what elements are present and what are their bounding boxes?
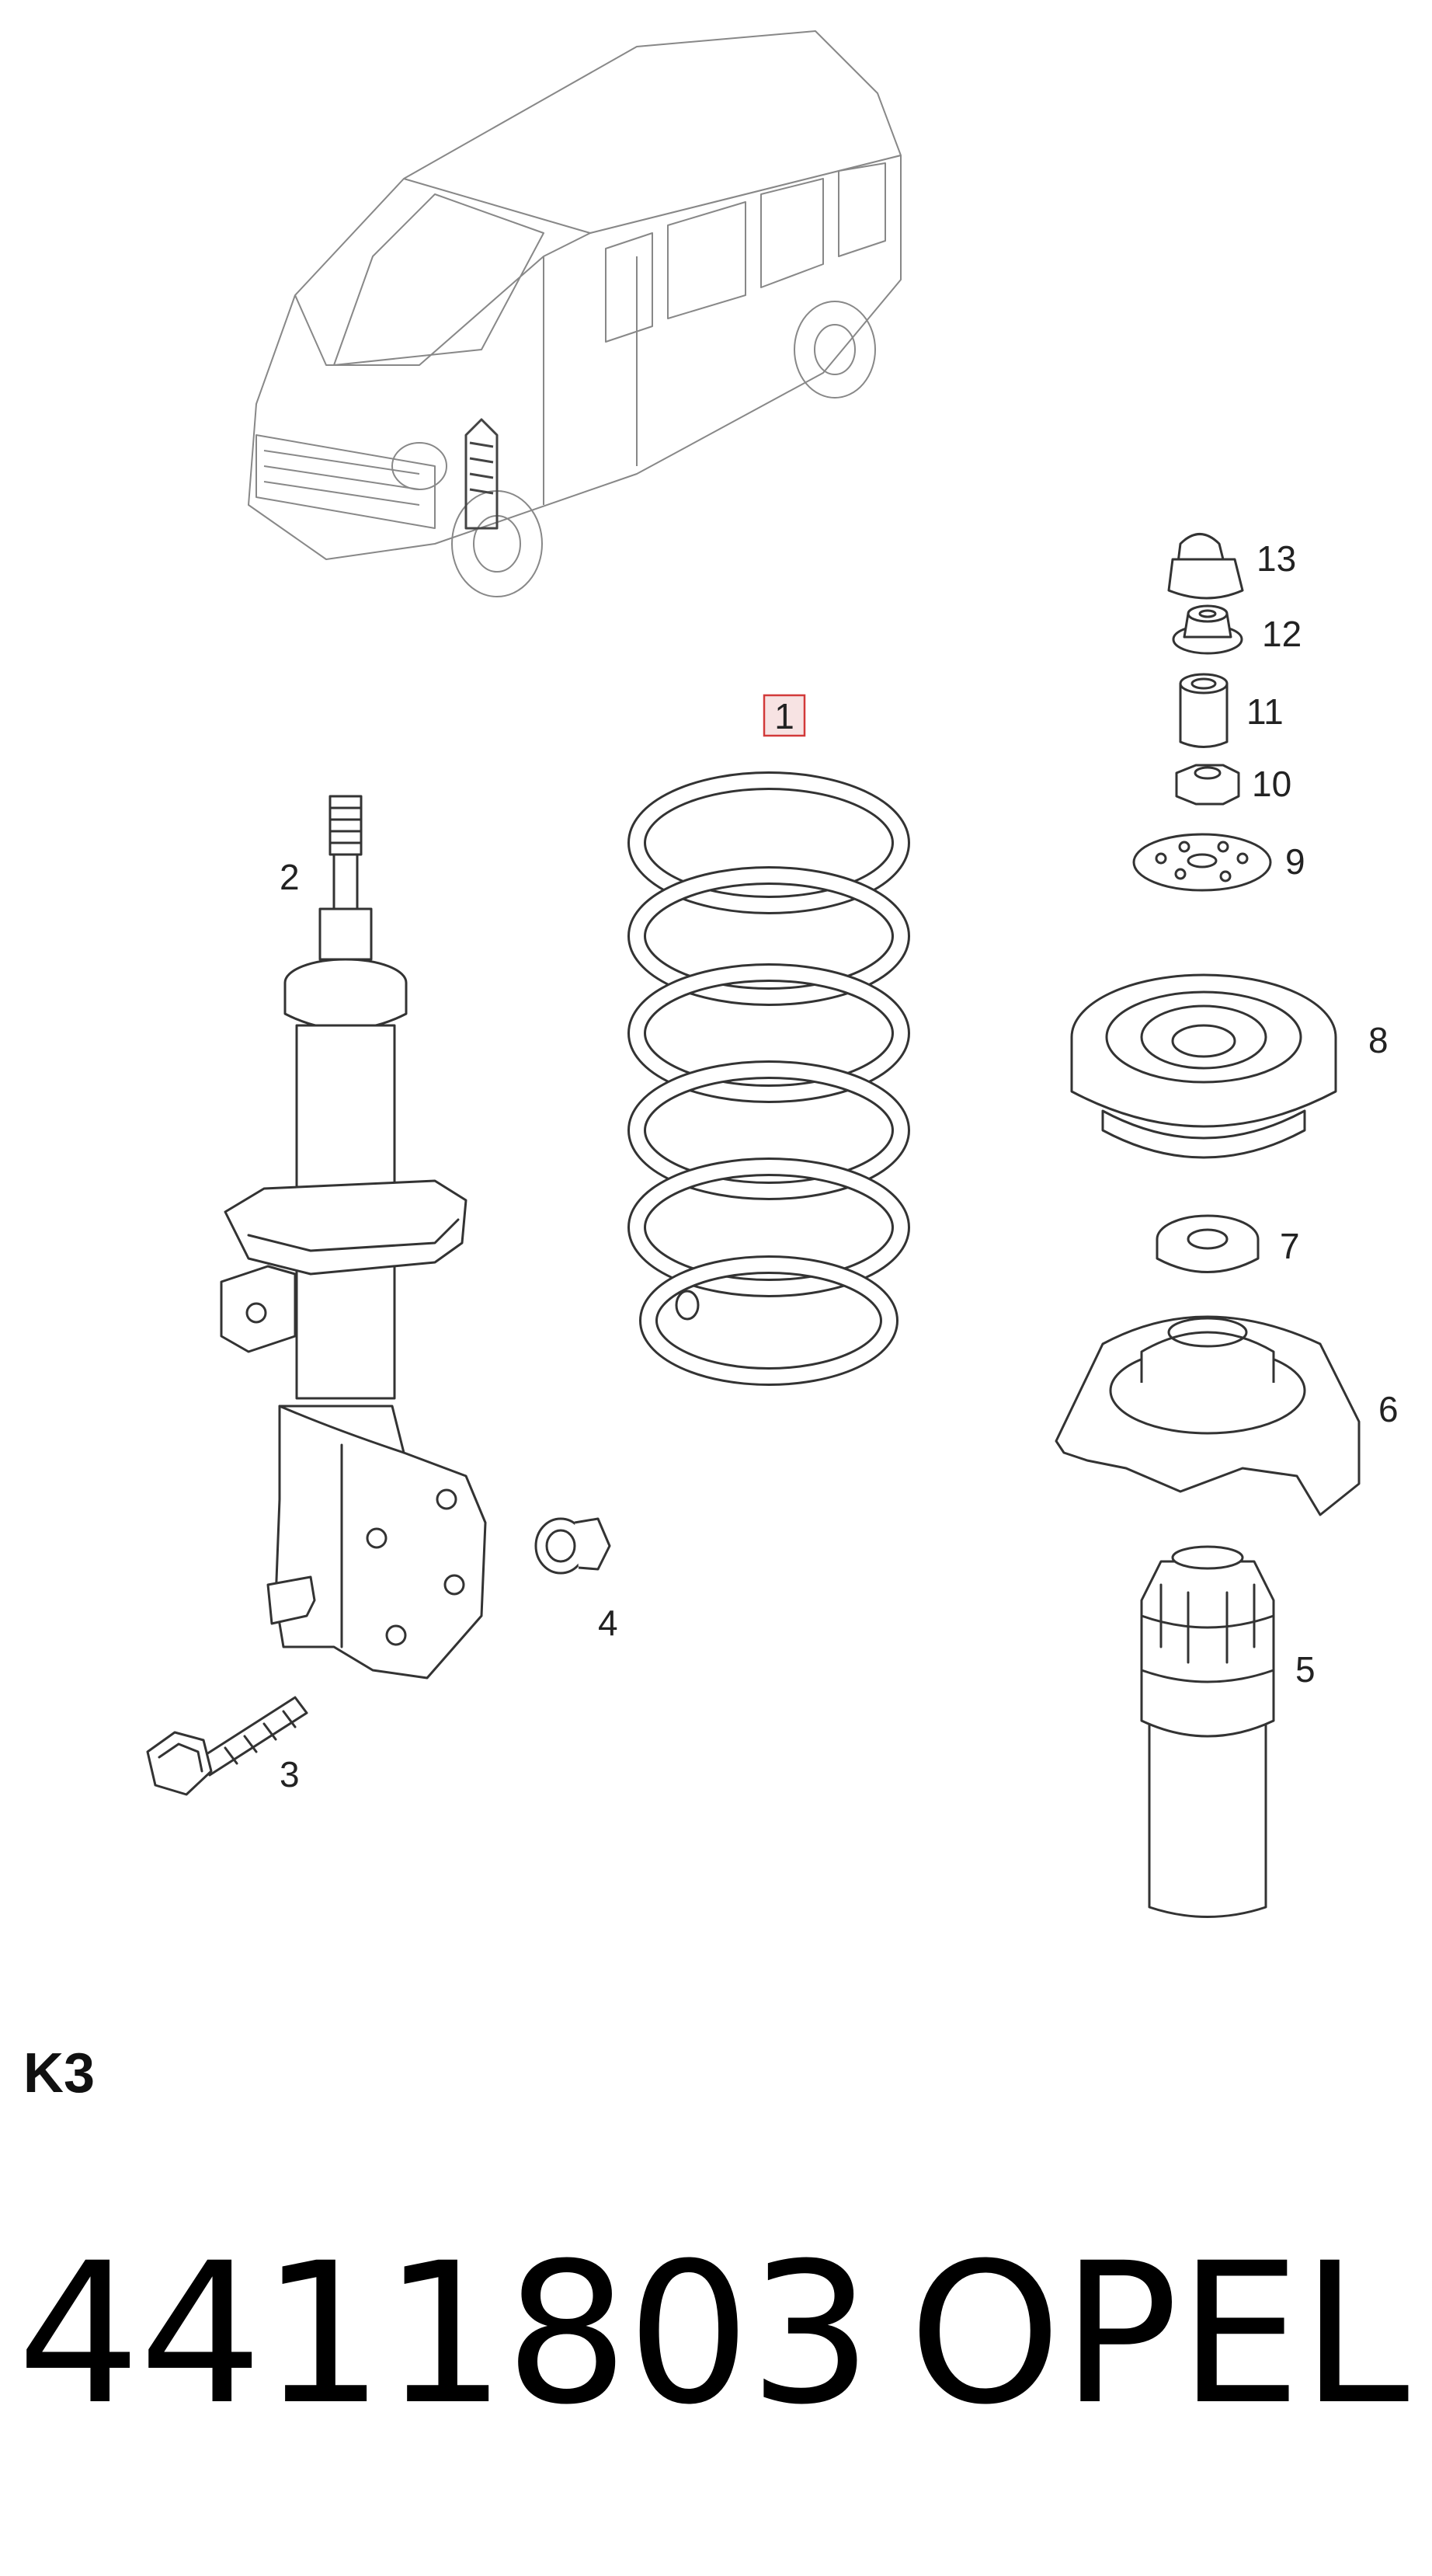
callout-1[interactable]: 1 — [763, 694, 806, 737]
callout-7-label[interactable]: 7 — [1280, 1226, 1300, 1266]
brand-name: OPEL — [909, 2221, 1409, 2447]
part-11-sleeve — [1179, 673, 1229, 748]
part-10-nut — [1175, 764, 1240, 806]
callout-6-label[interactable]: 6 — [1378, 1389, 1399, 1429]
part-5-bump-stop — [1140, 1545, 1275, 1918]
callout-2-label[interactable]: 2 — [280, 857, 300, 897]
part-4-bushing — [534, 1517, 611, 1575]
part-3-bolt — [146, 1696, 308, 1796]
part-13-cap — [1167, 533, 1244, 600]
callout-1-highlight-box — [763, 694, 806, 737]
part-6-spring-seat — [1055, 1315, 1361, 1516]
part-number: 4411803 — [17, 2221, 872, 2447]
callout-3-label[interactable]: 3 — [280, 1754, 300, 1794]
callout-4-label[interactable]: 4 — [598, 1603, 618, 1643]
part-12-nut — [1172, 604, 1243, 655]
callout-11-label[interactable]: 11 — [1246, 691, 1284, 732]
part-1-coil-spring — [627, 771, 910, 1386]
callout-8-label[interactable]: 8 — [1368, 1020, 1389, 1060]
callout-12-label[interactable]: 12 — [1262, 614, 1302, 654]
callout-13-label[interactable]: 13 — [1256, 538, 1296, 579]
part-7-bearing — [1156, 1214, 1260, 1273]
callout-9-label[interactable]: 9 — [1285, 841, 1305, 882]
callout-5-label[interactable]: 5 — [1295, 1649, 1316, 1690]
callout-10-label[interactable]: 10 — [1252, 764, 1291, 804]
part-9-plate — [1132, 833, 1272, 892]
part-8-top-mount — [1070, 973, 1337, 1159]
section-code: K3 — [23, 2042, 96, 2104]
van-illustration — [248, 30, 902, 597]
callout-1-label: 1 — [774, 696, 794, 736]
exploded-parts-diagram: 1 2 3 4 5 6 7 8 9 10 11 12 13 — [146, 30, 1399, 1918]
part-2-shock-strut — [220, 795, 487, 1680]
